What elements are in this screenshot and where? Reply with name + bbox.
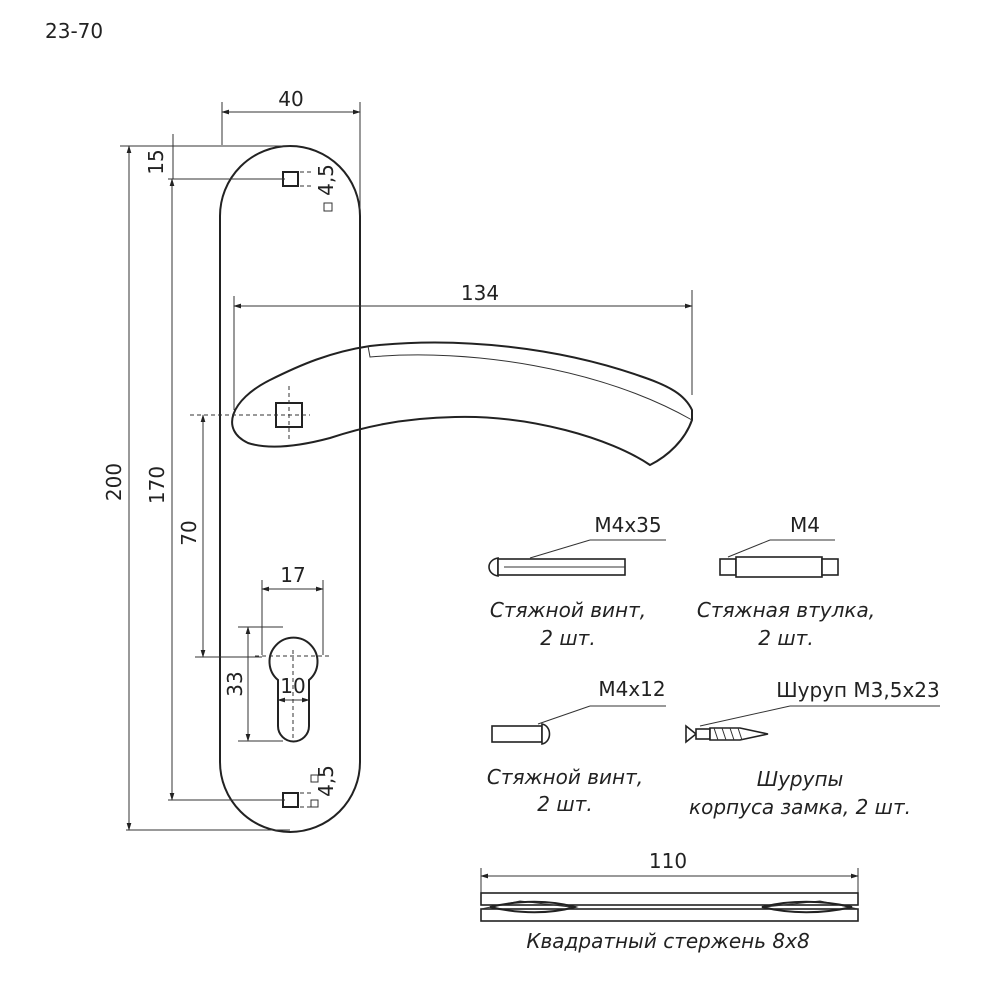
spindle-length-label: 110: [649, 849, 687, 873]
part-2-spec: M4: [790, 513, 820, 537]
part-screw-m4x12: M4x12 Стяжной винт, 2 шт.: [487, 677, 666, 816]
dim-handle-length-label: 134: [461, 281, 499, 305]
dim-hole-top-label: 4,5: [314, 164, 338, 196]
cylinder-cutout: [268, 636, 319, 743]
dim-cylinder-neck: 10: [277, 674, 310, 703]
part-4-caption-line2: корпуса замка, 2 шт.: [689, 795, 911, 819]
dim-overall-height: 200: [102, 145, 290, 831]
dim-hole-spacing-label: 170: [145, 466, 169, 504]
dim-handle-length: 134: [233, 281, 693, 410]
part-1-caption-line2: 2 шт.: [540, 626, 595, 650]
dim-plate-width: 40: [221, 87, 361, 210]
part-screw-m4x35: M4x35 Стяжной винт, 2 шт.: [488, 513, 666, 650]
spindle-caption: Квадратный стержень 8x8: [526, 929, 809, 953]
part-sleeve-m4: M4 Стяжная втулка, 2 шт.: [697, 513, 875, 650]
part-2-caption-line1: Стяжная втулка,: [697, 598, 875, 622]
part-3-caption-line2: 2 шт.: [537, 792, 592, 816]
dim-cylinder-width: 17: [261, 563, 324, 655]
dim-cylinder-height-label: 33: [223, 671, 247, 696]
dim-cylinder-height: 33: [223, 626, 283, 742]
dim-cylinder-width-label: 17: [280, 563, 305, 587]
dim-top-offset: 15: [120, 134, 290, 180]
handle-lever: [190, 341, 693, 467]
dim-cylinder-neck-label: 10: [280, 674, 305, 698]
dim-top-offset-label: 15: [144, 149, 168, 174]
dim-axis-cylinder: 70: [177, 414, 262, 658]
dim-axis-cylinder-label: 70: [177, 520, 201, 545]
part-3-spec: M4x12: [598, 677, 665, 701]
drawing-id: 23-70: [45, 19, 103, 43]
part-4-spec: Шуруп М3,5x23: [776, 678, 940, 702]
part-1-spec: M4x35: [594, 513, 661, 537]
dim-hole-spacing: 170: [145, 178, 285, 801]
part-wood-screw: Шуруп М3,5x23 Шурупы корпуса замка, 2 шт…: [685, 678, 940, 819]
part-square-spindle: 110 Квадратный стержень 8x8: [480, 849, 859, 953]
bottom-screw-hole: [282, 792, 299, 808]
back-plate: [219, 145, 361, 833]
top-screw-hole: [282, 171, 299, 187]
dim-hole-bottom-label: 4,5: [314, 765, 338, 797]
part-2-caption-line2: 2 шт.: [758, 626, 813, 650]
part-1-caption-line1: Стяжной винт,: [490, 598, 646, 622]
dim-overall-height-label: 200: [102, 463, 126, 501]
part-4-caption-line1: Шурупы: [757, 767, 844, 791]
part-3-caption-line1: Стяжной винт,: [487, 765, 643, 789]
dim-plate-width-label: 40: [278, 87, 303, 111]
